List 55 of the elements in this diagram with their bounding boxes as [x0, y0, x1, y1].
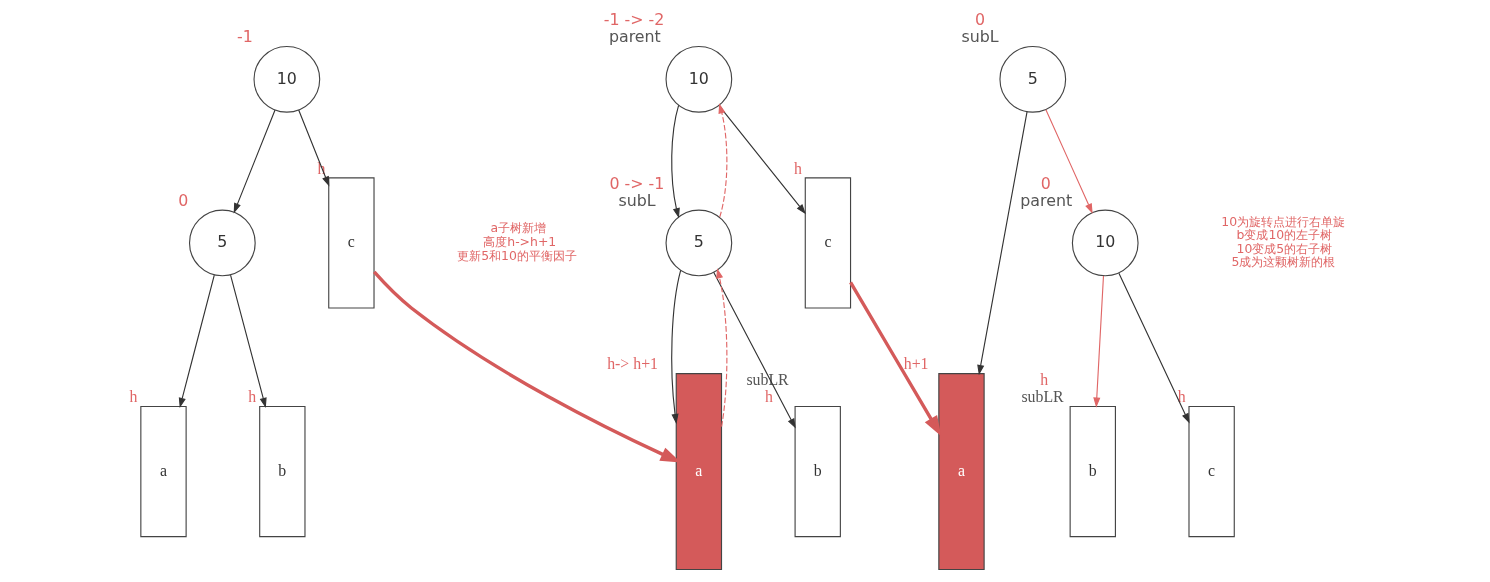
arrow [1045, 109, 1093, 214]
label: 10为旋转点进行右单旋 [1221, 213, 1346, 229]
node-box: a [938, 373, 985, 570]
arrow [716, 268, 728, 428]
node-box: c [1188, 405, 1235, 538]
node-label: h [1177, 388, 1186, 406]
node-label: -1 [237, 27, 253, 47]
label: b变成10的左子树 [1236, 227, 1333, 243]
node-label: 0 [1040, 173, 1051, 193]
node-label: parent [608, 27, 661, 47]
node-label: 0 [178, 190, 189, 210]
label: a子树新增 [490, 220, 547, 236]
node-label: subL [961, 27, 999, 47]
arrow [718, 105, 806, 215]
arrow [178, 274, 215, 409]
node-label: subL [618, 190, 656, 210]
node-label: 0 [975, 10, 986, 30]
node-box: c [804, 177, 852, 309]
node-label: subLR [1021, 388, 1064, 406]
arrow [671, 104, 680, 219]
label: 10变成5的右子树 [1236, 240, 1333, 256]
node-box: b [794, 405, 841, 538]
node-label: h [793, 159, 802, 177]
node-label: h [1040, 371, 1049, 389]
node-circle: 10 [253, 45, 321, 113]
node-circle: 5 [188, 209, 256, 277]
arrow [230, 274, 267, 409]
label: 5成为这颗树新的根 [1231, 254, 1336, 270]
node-label: 0 -> -1 [609, 173, 665, 193]
node-circle: 5 [999, 45, 1067, 113]
arrow [1118, 272, 1190, 424]
node-label: h [765, 388, 774, 406]
arrow [1093, 275, 1105, 408]
node-box: a [140, 405, 187, 538]
arrow [298, 109, 330, 187]
arrow [713, 271, 796, 429]
node-label: h-> h+1 [607, 355, 659, 373]
node-box: b [1069, 405, 1116, 538]
node-label: parent [1020, 190, 1073, 210]
node-label: h+1 [903, 355, 929, 373]
node-label: h [248, 388, 257, 406]
node-circle: 10 [1071, 209, 1139, 277]
node-box: c [328, 177, 375, 309]
arrow [977, 111, 1028, 376]
label: 更新5和10的平衡因子 [457, 247, 577, 263]
arrow [718, 103, 728, 218]
node-box: a [675, 373, 723, 570]
node-label: h [129, 388, 138, 406]
arrow [671, 269, 682, 425]
node-box: b [259, 405, 306, 538]
arrow [849, 281, 942, 437]
arrow [372, 270, 681, 463]
arrow [233, 109, 276, 214]
node-label: -1 -> -2 [603, 10, 665, 30]
label: 高度h->h+1 [483, 234, 557, 250]
